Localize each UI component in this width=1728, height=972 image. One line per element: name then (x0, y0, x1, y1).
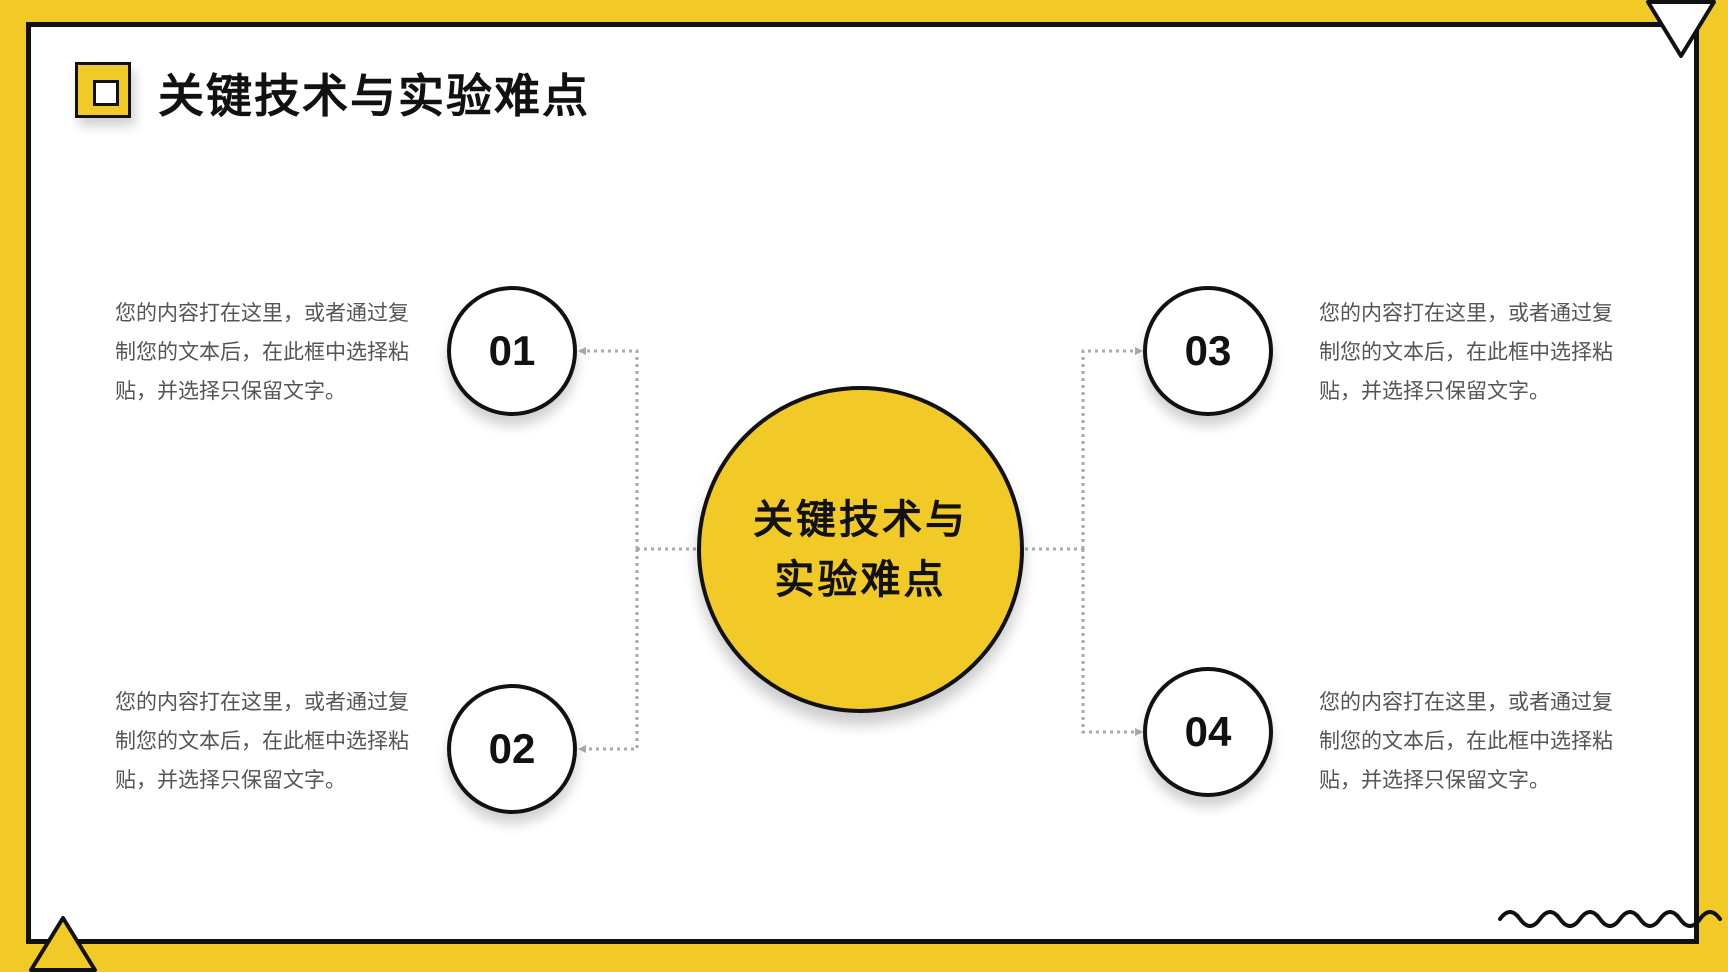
connector-to-04 (1081, 549, 1143, 736)
node-number: 02 (488, 725, 536, 772)
center-node: 关键技术与 实验难点 (697, 386, 1024, 713)
center-title-line-1: 关键技术与 (753, 496, 968, 543)
description-03: 您的内容打在这里，或者通过复制您的文本后，在此框中选择粘贴，并选择只保留文字。 (1319, 301, 1613, 403)
wave-decoration-icon (1498, 910, 1722, 928)
node-01: 01 (447, 286, 577, 416)
connector-to-03 (1081, 347, 1143, 549)
title-badge-icon (75, 62, 131, 118)
node-02: 02 (447, 684, 577, 814)
description-04: 您的内容打在这里，或者通过复制您的文本后，在此框中选择粘贴，并选择只保留文字。 (1319, 690, 1613, 792)
bottom-left-triangle-icon (29, 916, 97, 972)
node-04: 04 (1143, 667, 1273, 797)
center-title-line-2: 实验难点 (774, 556, 947, 603)
node-03: 03 (1143, 286, 1273, 416)
node-number: 04 (1184, 708, 1232, 755)
page-title: 关键技术与实验难点 (158, 69, 590, 123)
node-number: 03 (1184, 327, 1232, 374)
node-number: 01 (488, 327, 536, 374)
connector-to-01 (578, 347, 639, 549)
top-right-triangle-icon (1646, 0, 1716, 58)
description-01: 您的内容打在这里，或者通过复制您的文本后，在此框中选择粘贴，并选择只保留文字。 (115, 301, 409, 403)
description-02: 您的内容打在这里，或者通过复制您的文本后，在此框中选择粘贴，并选择只保留文字。 (115, 690, 409, 792)
connector-to-02 (578, 549, 639, 753)
